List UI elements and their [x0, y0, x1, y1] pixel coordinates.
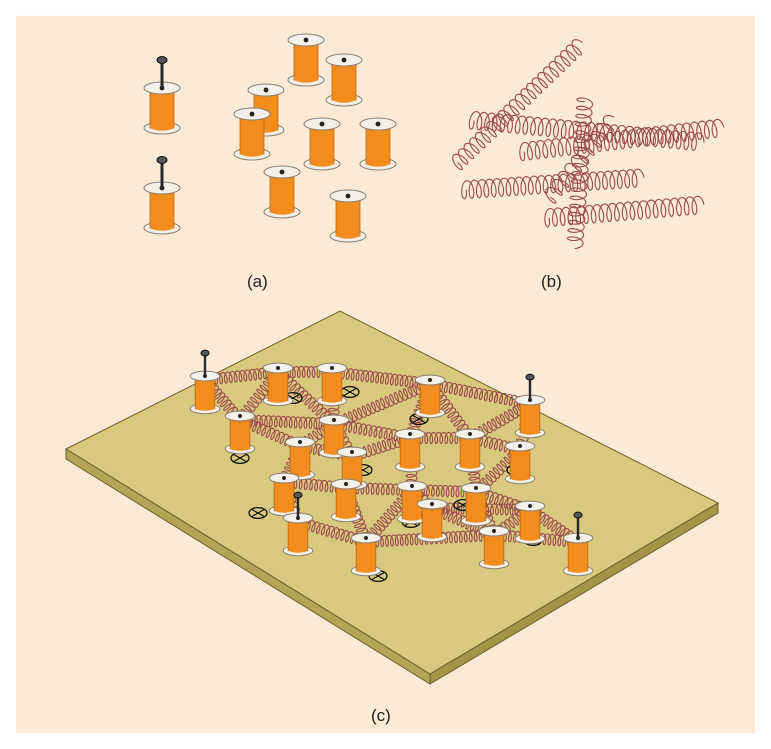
network-spool — [416, 498, 448, 543]
loose-spring — [519, 118, 725, 162]
network-spool — [282, 491, 314, 557]
network-spool — [414, 374, 446, 419]
network-spool — [224, 410, 256, 455]
spool-icon — [233, 107, 271, 161]
loose-spring — [566, 97, 594, 250]
network-spool — [330, 478, 362, 523]
loose-spring — [461, 168, 645, 200]
caption-c: (c) — [371, 706, 391, 725]
network-spool — [262, 362, 294, 407]
network-spring — [331, 378, 431, 430]
loose-spring — [468, 111, 705, 151]
pin-icon — [573, 511, 583, 538]
network-spool — [478, 525, 510, 570]
network-spool — [189, 349, 221, 415]
anchor-mark-icon — [248, 506, 268, 520]
network-spool — [268, 472, 300, 517]
network-spool — [514, 500, 546, 545]
loose-spring — [545, 114, 615, 204]
panel-c — [64, 310, 720, 685]
pin-icon — [293, 491, 303, 518]
network-spool — [350, 532, 382, 577]
caption-b: (b) — [541, 272, 562, 291]
caption-a: (a) — [247, 272, 268, 291]
pinned-spool — [143, 156, 181, 235]
panel-b — [452, 39, 725, 250]
network-spool — [514, 373, 546, 439]
network-spool — [394, 428, 426, 473]
pinned-spool — [143, 56, 181, 135]
pin-icon — [525, 373, 535, 400]
network-spool — [562, 511, 594, 577]
spool-icon — [287, 33, 325, 87]
loose-spring — [452, 39, 583, 171]
network-spool — [504, 440, 536, 485]
network-spring — [331, 366, 434, 390]
pin-icon — [156, 56, 168, 88]
spool-icon — [359, 117, 397, 171]
spool-icon — [263, 165, 301, 219]
spool-icon — [329, 189, 367, 243]
network-spool — [396, 480, 428, 525]
network-spring — [428, 378, 533, 410]
pin-icon — [156, 156, 168, 188]
network-spool — [318, 414, 350, 459]
spool-icon — [325, 53, 363, 107]
network-spool — [454, 428, 486, 473]
loose-spring — [544, 195, 705, 228]
network-spool — [316, 362, 348, 407]
network-spool — [460, 482, 492, 527]
spool-icon — [303, 117, 341, 171]
pin-icon — [200, 349, 210, 376]
